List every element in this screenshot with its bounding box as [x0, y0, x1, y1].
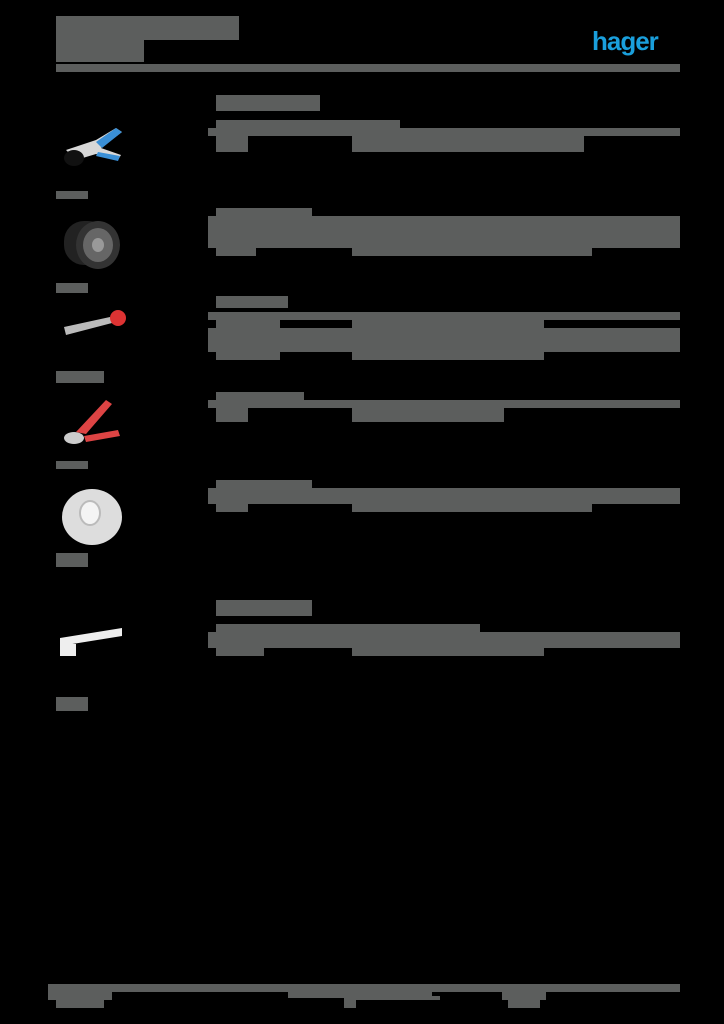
red-pliers-image	[64, 400, 120, 444]
section-heading-redacted	[216, 95, 320, 111]
product-rows-redacted	[216, 130, 248, 152]
product-rows-redacted	[216, 296, 288, 308]
white-strip-image	[60, 628, 122, 656]
product-label-redacted	[56, 191, 88, 199]
footer-left-redacted	[56, 998, 104, 1008]
product-rows-redacted	[216, 646, 264, 656]
product-rows-redacted	[208, 400, 680, 408]
footer-rule	[48, 984, 680, 992]
product-label-redacted	[56, 371, 104, 383]
product-rows-redacted	[208, 312, 680, 320]
product-rows-redacted	[352, 408, 504, 422]
product-rows-redacted	[352, 320, 544, 360]
footer-center-redacted	[344, 1000, 356, 1008]
product-rows-redacted	[208, 128, 680, 136]
product-rows-redacted	[216, 480, 312, 490]
product-rows-redacted	[352, 136, 584, 152]
footer-right-redacted	[508, 998, 540, 1008]
footer-center-redacted	[288, 990, 432, 998]
section-heading-redacted	[216, 600, 312, 616]
product-rows-redacted	[216, 406, 248, 422]
white-roller-image	[62, 489, 122, 545]
product-rows-redacted	[208, 216, 680, 248]
product-rows-redacted	[216, 392, 304, 402]
footer-right-redacted	[502, 990, 546, 1000]
footer-center-redacted	[344, 996, 440, 1000]
product-label-redacted	[56, 461, 88, 469]
blue-pliers-image	[64, 128, 122, 166]
product-label-redacted	[56, 283, 88, 293]
product-rows-redacted	[352, 246, 592, 256]
product-rows-redacted	[352, 646, 544, 656]
footer-left-redacted	[48, 990, 112, 1000]
product-rows-redacted	[216, 246, 256, 256]
product-rows-redacted	[208, 632, 680, 648]
product-rows-redacted	[352, 500, 592, 512]
hager-logo: hager	[592, 26, 659, 56]
product-label-redacted	[56, 553, 88, 567]
product-rows-redacted	[216, 120, 400, 130]
header-title-redacted	[56, 40, 144, 62]
header-rule	[56, 64, 680, 72]
product-rows-redacted	[216, 500, 248, 512]
product-rows-redacted	[216, 624, 480, 634]
product-label-redacted	[56, 697, 88, 711]
header-title-redacted	[56, 16, 239, 40]
black-roller-image	[64, 221, 120, 269]
red-knob-rod-image	[64, 310, 126, 335]
product-rows-redacted	[216, 208, 312, 218]
